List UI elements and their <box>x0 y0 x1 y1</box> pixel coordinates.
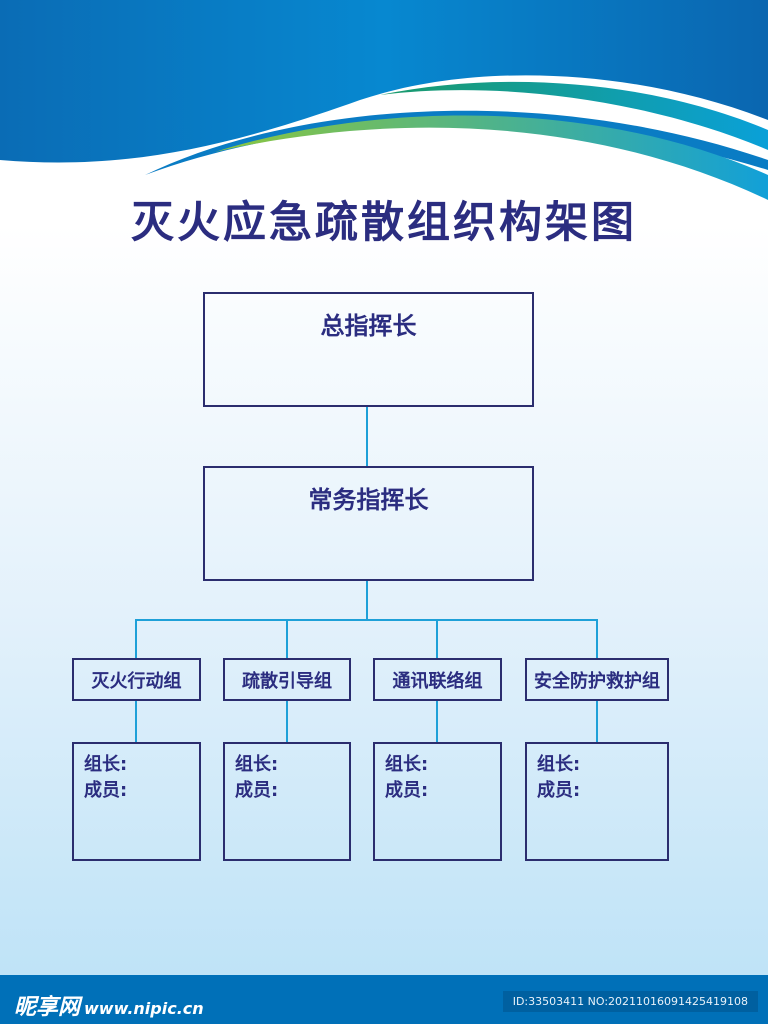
connector-line <box>286 620 288 658</box>
connector-line <box>286 701 288 742</box>
group-members-box-communication: 组长: 成员: <box>373 742 502 861</box>
group-members-box-safety-rescue: 组长: 成员: <box>525 742 669 861</box>
leader-label: 组长: <box>385 754 429 775</box>
connector-line <box>596 701 598 742</box>
chief-commander-box: 总指挥长 <box>203 292 534 407</box>
members-label: 成员: <box>385 780 429 801</box>
connector-line <box>436 701 438 742</box>
chief-commander-label: 总指挥长 <box>320 312 417 340</box>
logo-text: 昵享网 <box>14 995 81 1020</box>
deputy-commander-label: 常务指挥长 <box>308 486 429 514</box>
members-label: 成员: <box>235 780 279 801</box>
group-box-communication: 通讯联络组 <box>373 658 502 701</box>
connector-line <box>436 620 438 658</box>
connector-line <box>135 619 598 621</box>
group-members-box-evacuation: 组长: 成员: <box>223 742 351 861</box>
members-label: 成员: <box>537 780 581 801</box>
members-label: 成员: <box>84 780 128 801</box>
group-members-box-firefighting: 组长: 成员: <box>72 742 201 861</box>
connector-line <box>596 620 598 658</box>
connector-line <box>135 701 137 742</box>
leader-label: 组长: <box>84 754 128 775</box>
page-title: 灭火应急疏散组织构架图 <box>131 198 637 248</box>
leader-label: 组长: <box>235 754 279 775</box>
header-wave-decoration <box>0 0 768 200</box>
connector-line <box>366 581 368 620</box>
deputy-commander-box: 常务指挥长 <box>203 466 534 581</box>
site-url[interactable]: www.nipic.cn <box>84 999 204 1018</box>
connector-line <box>366 407 368 466</box>
group-box-safety-rescue: 安全防护救护组 <box>525 658 669 701</box>
group-box-evacuation: 疏散引导组 <box>223 658 351 701</box>
image-id-tag: ID:33503411 NO:20211016091425419108 <box>502 991 758 1012</box>
leader-label: 组长: <box>537 754 581 775</box>
group-box-firefighting: 灭火行动组 <box>72 658 201 701</box>
connector-line <box>135 620 137 658</box>
